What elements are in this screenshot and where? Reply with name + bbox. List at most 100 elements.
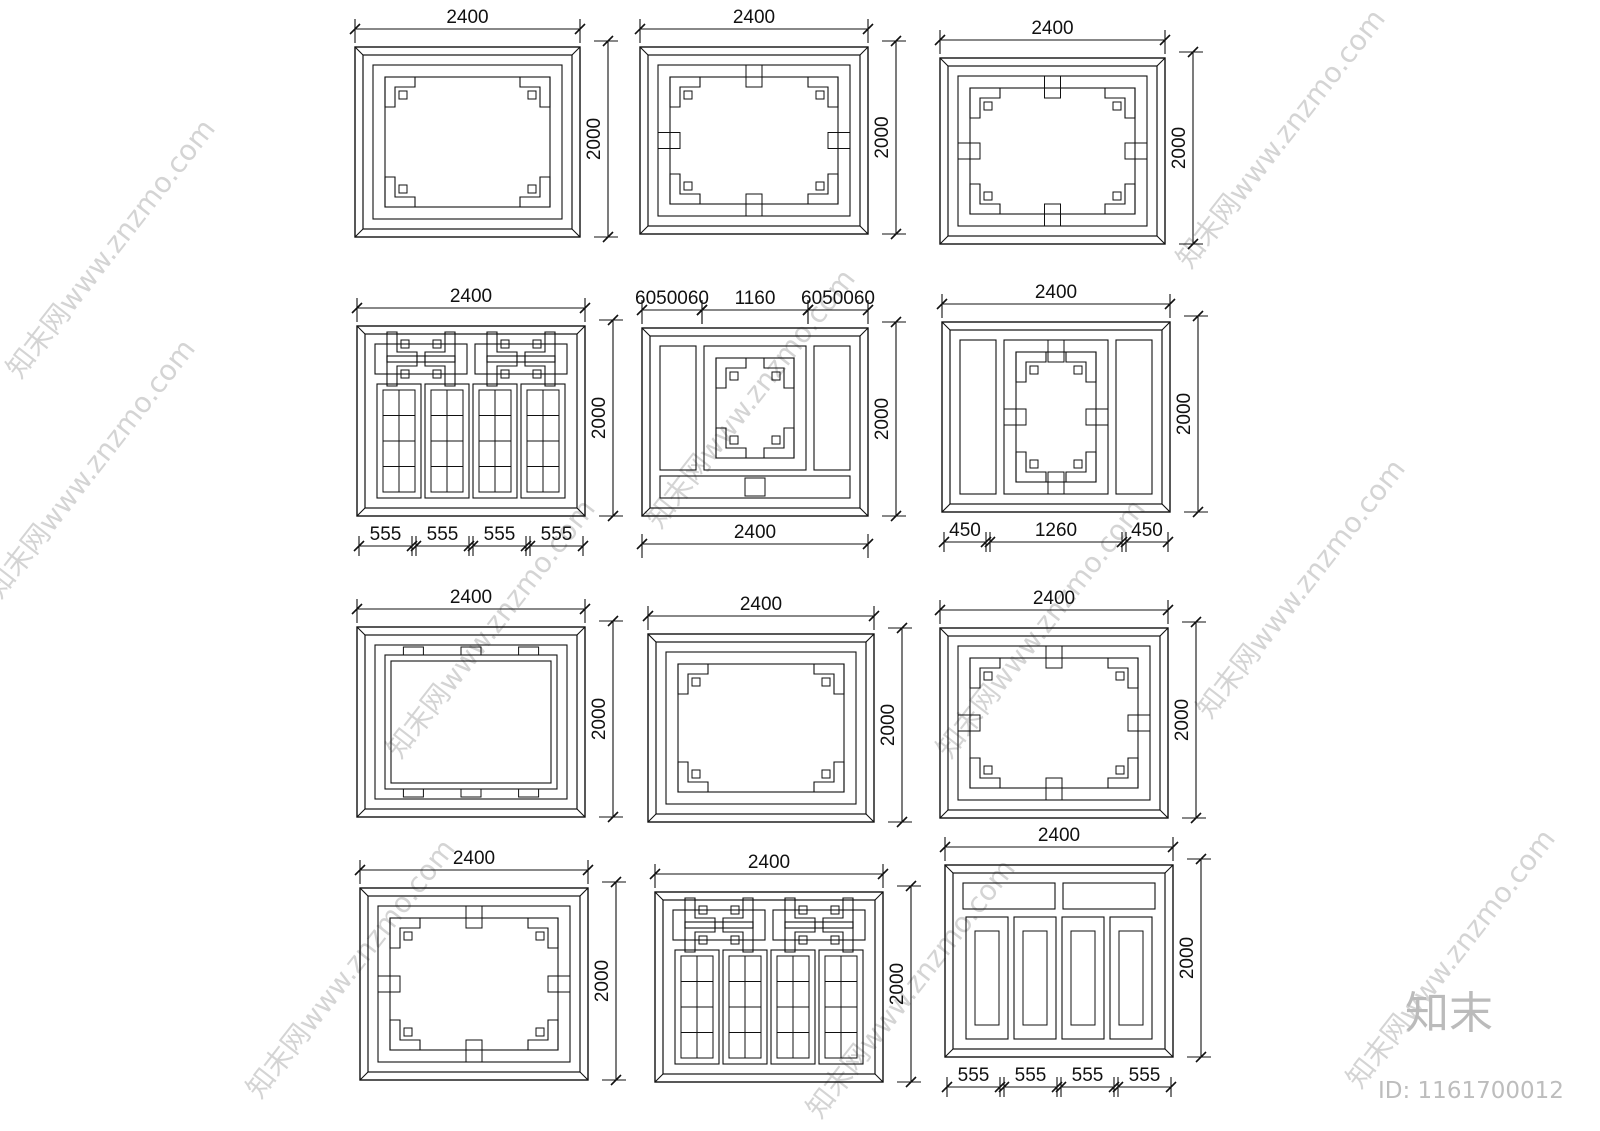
dimension-label: 2400: [748, 852, 790, 873]
inner-frame: [362, 54, 573, 230]
tall-panel-inner: [1070, 930, 1096, 1026]
dimension-label: 2400: [450, 286, 492, 307]
fret-square: [532, 369, 542, 379]
fret-square: [1073, 365, 1083, 375]
fret-corner: [669, 173, 701, 205]
outer-frame: [641, 327, 869, 517]
dimension-label: 6050060: [801, 288, 875, 309]
tall-panel-inner: [1022, 930, 1048, 1026]
tall-panel: [1013, 916, 1057, 1040]
fret-corner: [763, 427, 795, 459]
watermark-text: 知末网www.znzmo.com: [240, 833, 462, 1105]
dimension-line: [356, 808, 366, 818]
fret-square: [683, 181, 693, 191]
fret-square: [730, 905, 740, 915]
fret-square: [691, 769, 701, 779]
dimension-line: [354, 46, 364, 56]
lattice-inner: [669, 76, 839, 205]
fret-corner: [677, 663, 709, 695]
fret-corner: [669, 76, 701, 108]
dimension-line: [1156, 235, 1166, 245]
knot: [518, 788, 540, 798]
fret-corner: [519, 76, 551, 108]
mid-knot: [1085, 408, 1109, 426]
fret-square: [798, 935, 808, 945]
dimension-label: 2000: [589, 698, 610, 740]
dimension-label: 450: [1131, 520, 1163, 541]
fret-corner: [969, 657, 1001, 689]
dimension-line: [641, 507, 651, 517]
fret-corner: [1065, 351, 1097, 383]
fret-square: [400, 339, 410, 349]
mid-knot: [377, 975, 401, 993]
fret-corner: [527, 917, 559, 949]
fret-square: [1029, 459, 1039, 469]
mid-knot: [1045, 645, 1063, 669]
dimension-label: 2000: [1169, 127, 1190, 169]
dimension-line: [579, 887, 589, 897]
knot: [402, 788, 424, 798]
fret-corner: [763, 357, 795, 389]
fret-corner: [722, 897, 754, 929]
mid-knot: [465, 1039, 483, 1063]
tall-panel: [1061, 916, 1105, 1040]
fret-square: [535, 1027, 545, 1037]
outer-frame: [944, 864, 1174, 1058]
dimension-line: [865, 633, 875, 643]
fret-square: [432, 369, 442, 379]
dimension-line: [1164, 1048, 1174, 1058]
fret-corner: [1107, 657, 1139, 689]
lattice-inner: [386, 355, 456, 363]
dimension-line: [865, 813, 875, 823]
fret-corner: [684, 921, 716, 953]
dimension-line: [354, 228, 364, 238]
lattice-inner: [784, 921, 854, 929]
lattice-border: [657, 64, 851, 217]
fret-square: [983, 191, 993, 201]
fret-square: [527, 90, 537, 100]
fret-square: [403, 1027, 413, 1037]
dimension-label: 2000: [1177, 937, 1198, 979]
fret-corner: [519, 176, 551, 208]
dimension-label: 2000: [872, 398, 893, 440]
fret-square: [821, 769, 831, 779]
fret-corner: [389, 917, 421, 949]
dimension-line: [571, 46, 581, 56]
door-leaf: [674, 949, 720, 1065]
fret-corner: [1015, 451, 1047, 483]
dimension-label: 6050060: [635, 288, 709, 309]
lattice-border: [772, 909, 866, 941]
inner-frame: [662, 899, 876, 1075]
dimension-label: 2400: [734, 522, 776, 543]
lattice-inner: [486, 355, 556, 363]
fret-corner: [784, 897, 816, 929]
dimension-line: [359, 1071, 369, 1081]
dimension-line: [944, 1048, 954, 1058]
dimension-line: [941, 321, 951, 331]
fret-square: [815, 181, 825, 191]
mid-knot: [465, 905, 483, 929]
dimension-line: [1161, 503, 1171, 513]
lattice-inner: [384, 76, 551, 208]
inner-frame: [947, 65, 1158, 237]
lattice-border: [474, 343, 568, 375]
dimension-label: 555: [370, 524, 402, 545]
dimension-line: [1159, 809, 1169, 819]
dimension-line: [939, 235, 949, 245]
fret-square: [527, 184, 537, 194]
door-leaf: [770, 949, 816, 1065]
fret-square: [729, 371, 739, 381]
dimension-line: [859, 225, 869, 235]
fret-square: [771, 371, 781, 381]
fret-square: [698, 935, 708, 945]
fret-corner: [486, 355, 518, 387]
fret-corner: [715, 357, 747, 389]
fret-corner: [784, 921, 816, 953]
side-column: [959, 339, 997, 495]
dimension-line: [576, 507, 586, 517]
